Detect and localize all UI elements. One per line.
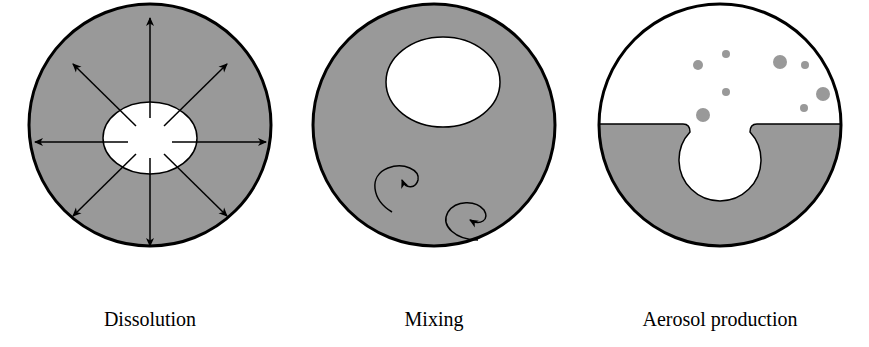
figure-caption: Aerosol production <box>643 308 798 331</box>
figure-caption: Dissolution <box>104 308 196 331</box>
aerosol-figure <box>590 4 850 260</box>
dissolution-figure <box>29 4 271 246</box>
figure-caption: Mixing <box>405 308 464 331</box>
mixing-figure <box>313 4 555 246</box>
